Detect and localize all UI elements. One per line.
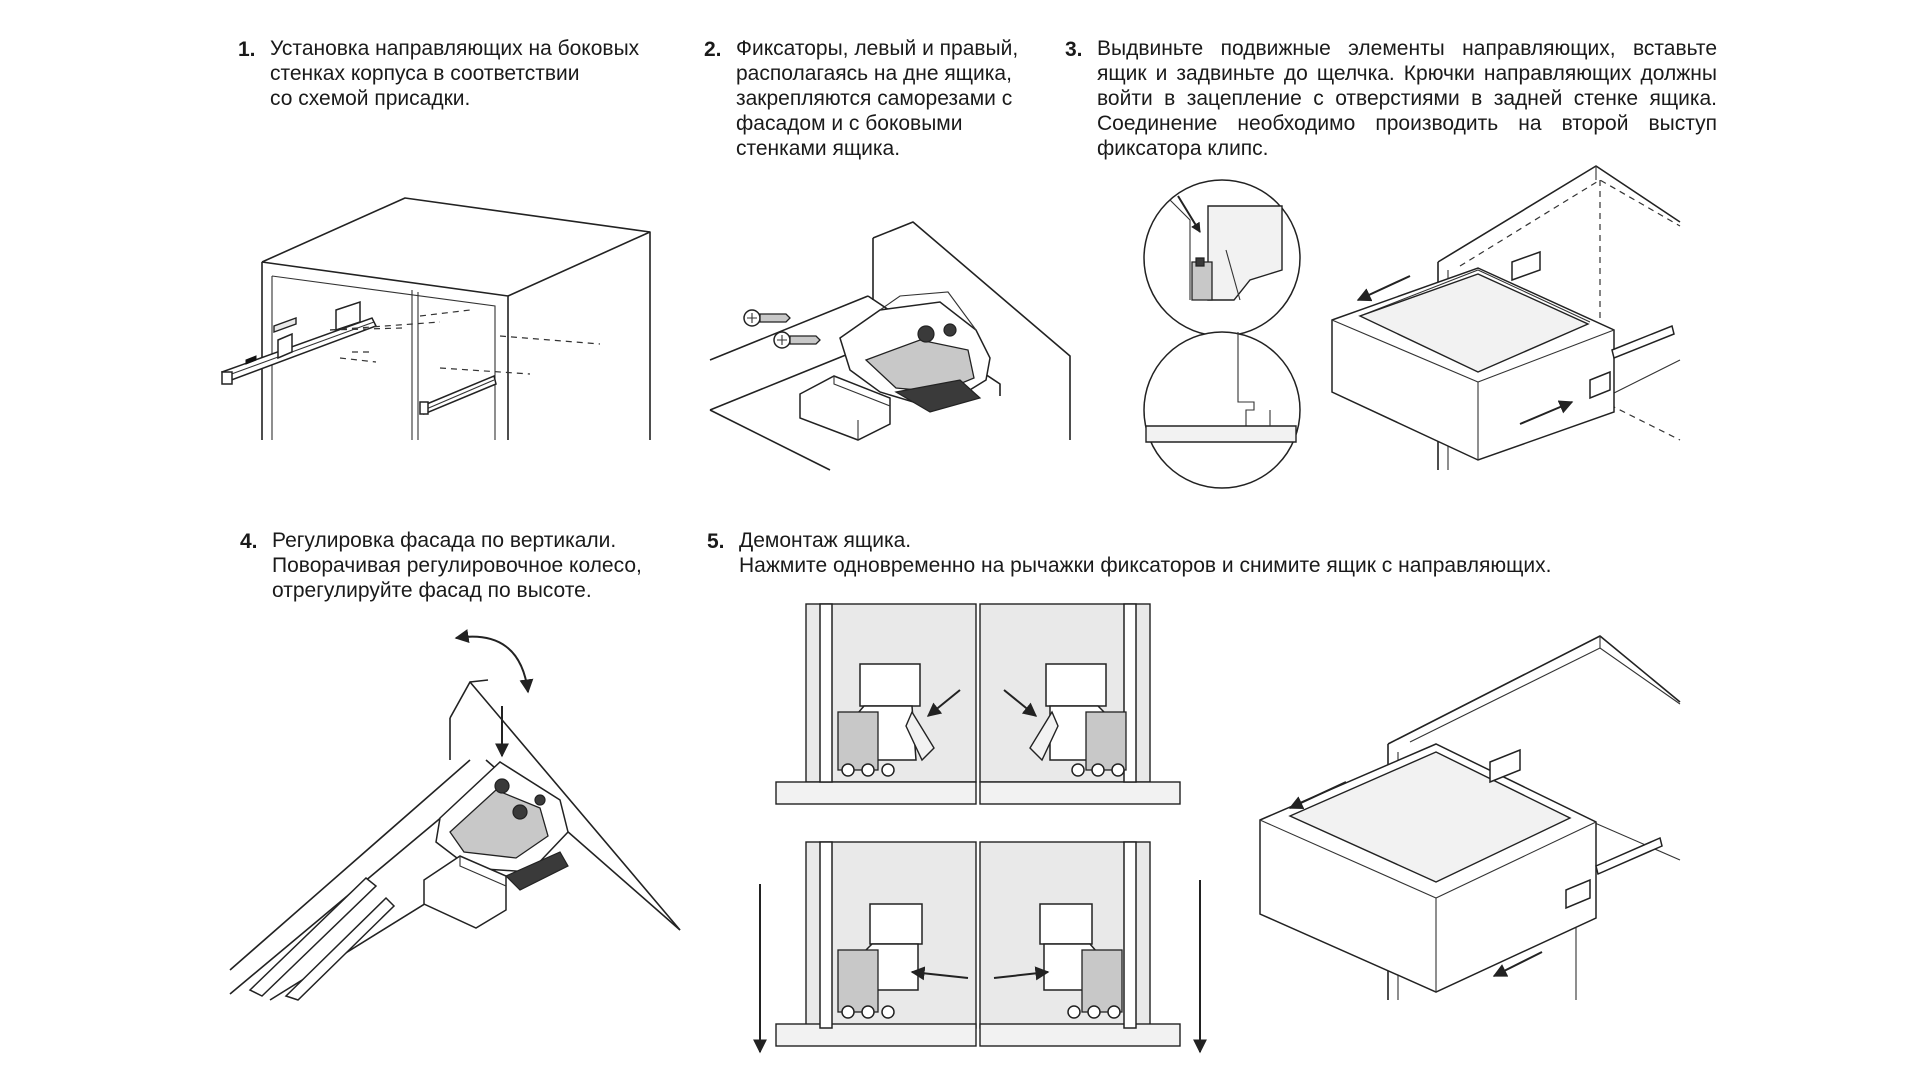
step-3-line-2: ящик и задвиньте до щелчка. Крючки напра… [1097, 62, 1717, 85]
step-5-line-1: Демонтаж ящика. [739, 529, 912, 552]
step-4-line-2: Поворачивая регулировочное колесо, [272, 554, 642, 577]
step-4-line-1: Регулировка фасада по вертикали. [272, 529, 617, 552]
step-3-line-4: Соединение необходимо производить на вто… [1097, 112, 1717, 135]
step-1-text: 1. Установка направляющих на боковых сте… [238, 36, 690, 111]
step-2-lock-diagram [709, 221, 1071, 471]
step-3-insert-diagram [1143, 165, 1681, 489]
step-4-line-3: отрегулируйте фасад по высоте. [272, 579, 592, 602]
step-4-number: 4. [240, 530, 258, 553]
step-2-text: 2. Фиксаторы, левый и правый, располагая… [704, 36, 1056, 161]
left-rail [221, 300, 378, 385]
step-2-line-1: Фиксаторы, левый и правый, [736, 37, 1019, 60]
step-3-line-3: войти в зацепление с отверстиями в задне… [1097, 87, 1717, 110]
step-3-number: 3. [1065, 38, 1083, 61]
step-5-remove-diagram [1259, 635, 1681, 1000]
step-1-line-1: Установка направляющих на боковых [270, 37, 640, 60]
step-1-line-2: стенках корпуса в соответствии [270, 62, 580, 85]
step-1-line-3: со схемой присадки. [270, 87, 471, 110]
screw-icon [743, 309, 791, 327]
detail-circle-clip [1143, 331, 1301, 489]
step-2-line-4: фасадом и с боковыми [736, 112, 963, 135]
step-2-line-5: стенками ящика. [736, 137, 901, 160]
detail-circle-hook [1143, 179, 1301, 337]
step-5-release-panels [753, 603, 1207, 1054]
step-4-text: 4. Регулировка фасада по вертикали. Пово… [240, 528, 692, 603]
step-2-line-2: располагаясь на дне ящика, [736, 62, 1012, 85]
right-rail [419, 374, 497, 416]
step-1-cabinet-diagram [221, 197, 651, 440]
step-3-line-1: Выдвиньте подвижные элементы направляющи… [1097, 37, 1717, 60]
screw-icon [773, 331, 821, 349]
step-5-line-2: Нажмите одновременно на рычажки фиксатор… [739, 554, 1552, 577]
step-4-adjust-diagram [229, 629, 681, 1001]
step-2-line-3: закрепляются саморезами с [736, 87, 1013, 110]
step-1-number: 1. [238, 38, 256, 61]
step-2-number: 2. [704, 38, 722, 61]
step-3-line-5: фиксатора клипс. [1097, 137, 1269, 160]
step-5-text: 5. Демонтаж ящика. Нажмите одновременно … [707, 528, 1659, 578]
step-5-number: 5. [707, 530, 725, 553]
step-3-text: 3. Выдвиньте подвижные элементы направля… [1065, 36, 1717, 161]
